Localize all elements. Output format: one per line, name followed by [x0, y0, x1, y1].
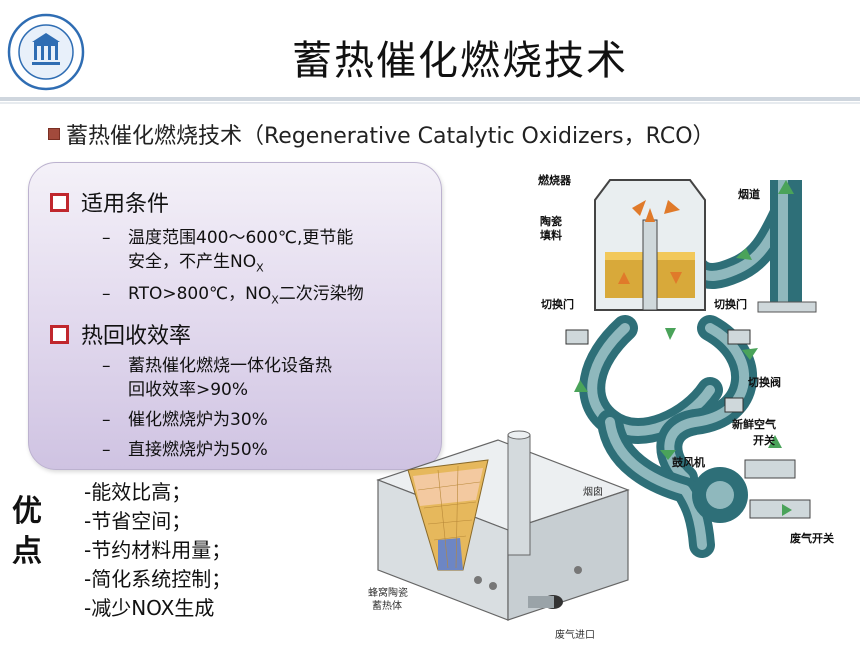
label-ceramic-1: 陶瓷 [540, 215, 562, 228]
header-divider [0, 97, 860, 101]
label-honeycomb-2: 蓄热体 [372, 601, 402, 612]
label-honeycomb-1: 蜂窝陶瓷 [368, 588, 408, 599]
conditions-heading: 适用条件 [50, 186, 169, 218]
conditions-item-1-line-1: 温度范围400～600℃,更节能 [128, 228, 354, 248]
label-switch-valve-left: 切换门 [541, 298, 574, 311]
label-burner: 燃烧器 [538, 174, 571, 187]
page-title: 蓄热催化燃烧技术 [292, 38, 628, 84]
efficiency-item-2: –催化燃烧炉为30% [102, 410, 268, 430]
label-chimney-duct: 烟道 [738, 188, 760, 201]
advantage-item: -节约材料用量； [84, 538, 232, 562]
efficiency-item-1-line-2: 回收效率>90% [128, 380, 249, 400]
advantage-item: -简化系统控制； [84, 567, 232, 591]
subheading-text: 蓄热催化燃烧技术（Regenerative Catalytic Oxidizer… [66, 124, 715, 149]
regenerator-unit-illustration [376, 430, 630, 621]
university-logo [7, 13, 85, 91]
conditions-item-1-line-2: 安全，不产生NOX [128, 252, 264, 275]
advantage-item: -能效比高； [84, 480, 192, 504]
rco-process-diagram [565, 179, 817, 558]
conditions-item-1: – 温度范围400～600℃,更节能 安全，不产生NOX [102, 226, 354, 280]
advantage-item: -减少NOX生成 [84, 596, 215, 620]
label-stack: 烟囱 [583, 487, 603, 498]
label-inlet: 废气进口 [555, 630, 595, 641]
label-fan: 鼓风机 [672, 456, 705, 469]
label-switch-valve-right: 切换门 [714, 298, 747, 311]
efficiency-heading-text: 热回收效率 [81, 324, 192, 349]
label-ceramic-2: 填料 [540, 229, 562, 242]
header-divider-shadow [0, 102, 860, 104]
subheading: 蓄热催化燃烧技术（Regenerative Catalytic Oxidizer… [48, 118, 715, 150]
subheading-bullet [48, 128, 60, 140]
conditions-card [28, 162, 442, 470]
advantage-item: -节省空间； [84, 509, 192, 533]
efficiency-item-3: –直接燃烧炉为50% [102, 440, 268, 460]
efficiency-heading: 热回收效率 [50, 318, 191, 350]
conditions-item-2: – RTO>800℃，NOX二次污染物 [102, 284, 364, 307]
label-exhaust-switch: 废气开关 [790, 532, 834, 545]
conditions-heading-text: 适用条件 [81, 192, 170, 217]
advantages-list: -能效比高； -节省空间； -节约材料用量； -简化系统控制； -减少NOX生成 [84, 478, 231, 623]
label-fresh-air-1: 新鲜空气 [732, 418, 776, 431]
advantages-title: 优 点 [12, 494, 42, 569]
efficiency-item-1: – 蓄热催化燃烧一体化设备热 回收效率>90% [102, 356, 332, 400]
label-fresh-air-2: 开关 [753, 434, 775, 447]
checkbox-bullet-icon [50, 193, 69, 212]
checkbox-bullet-icon [50, 325, 69, 344]
label-switch-gate: 切换阀 [748, 376, 781, 389]
efficiency-item-1-line-1: 蓄热催化燃烧一体化设备热 [128, 356, 332, 376]
